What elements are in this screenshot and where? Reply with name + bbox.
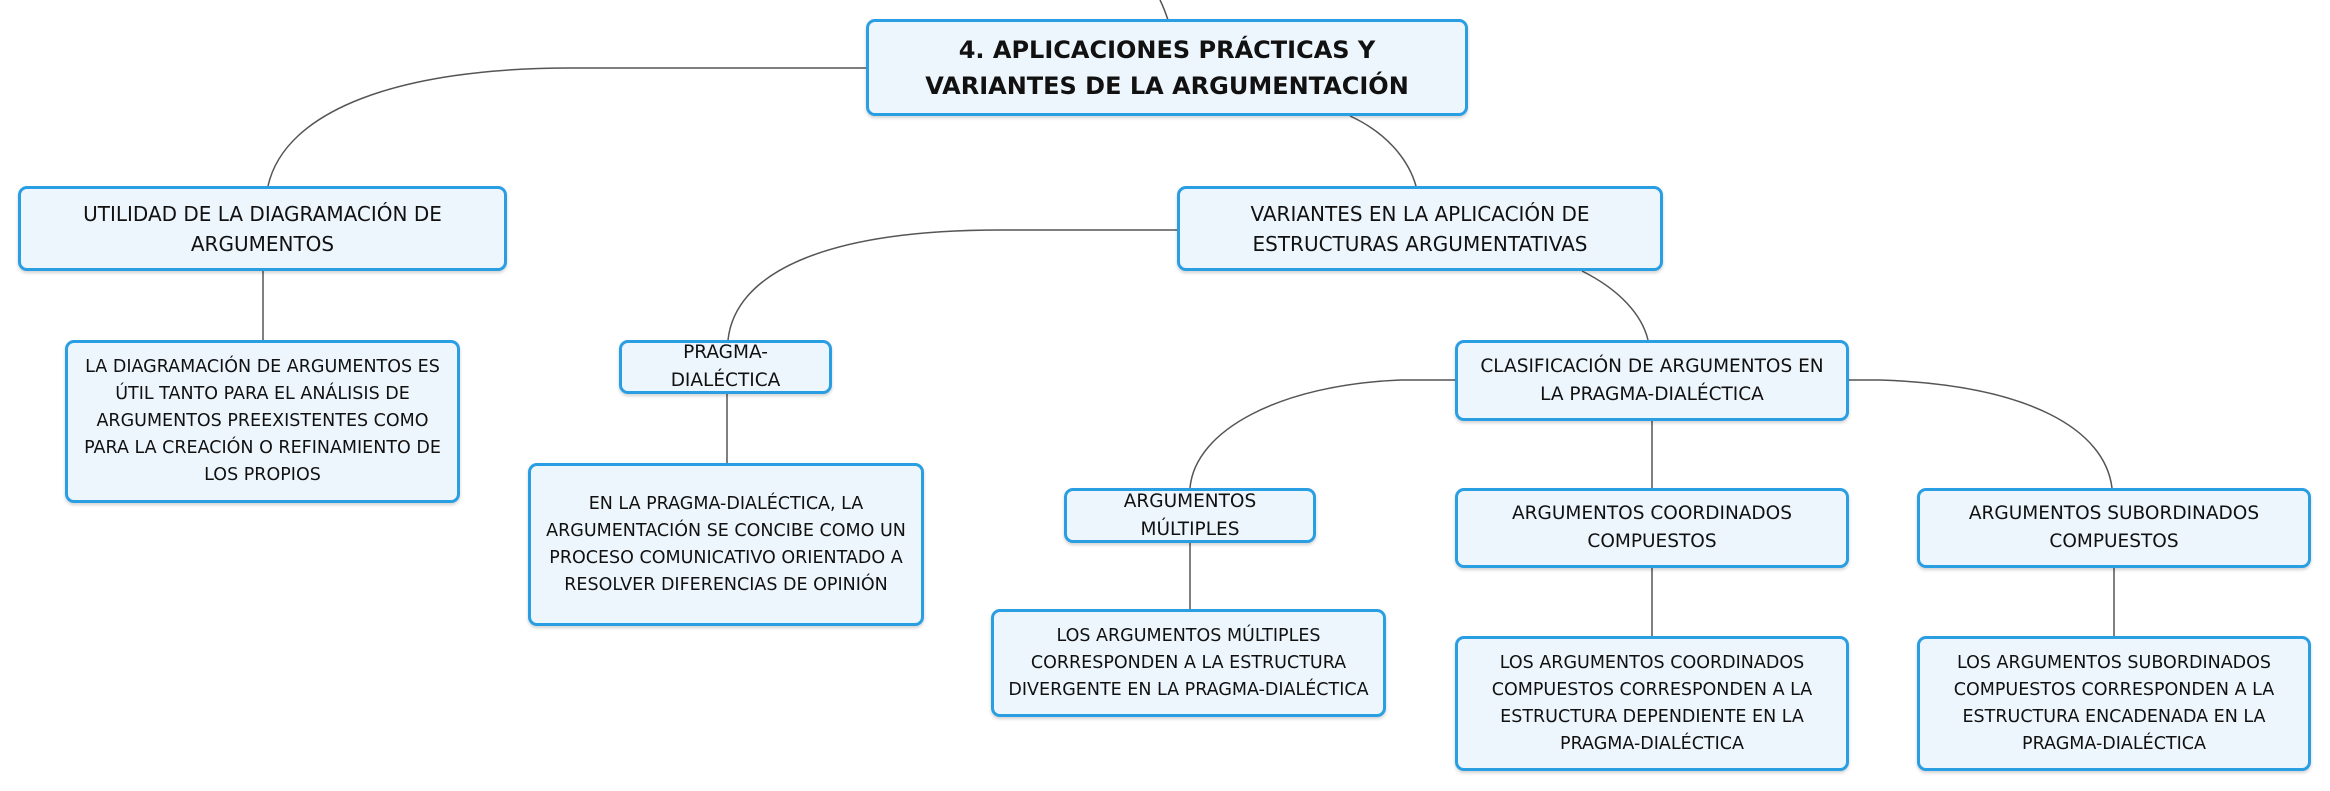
connector-variantes-pragma xyxy=(727,229,1180,341)
topic-utilidad[interactable]: UTILIDAD DE LA DIAGRAMACIÓN DE ARGUMENTO… xyxy=(18,186,507,271)
connector-top-stub xyxy=(1159,0,1169,21)
topic-pragma-dialectica-label: PRAGMA-DIALÉCTICA xyxy=(670,342,781,391)
root-topic[interactable]: 4. APLICACIONES PRÁCTICAS Y VARIANTES DE… xyxy=(866,19,1468,116)
detail-argumentos-subordinados-text: LOS ARGUMENTOS SUBORDINADOS COMPUESTOS C… xyxy=(1953,652,2275,754)
detail-argumentos-multiples[interactable]: LOS ARGUMENTOS MÚLTIPLES CORRESPONDEN A … xyxy=(991,609,1386,717)
detail-argumentos-subordinados[interactable]: LOS ARGUMENTOS SUBORDINADOS COMPUESTOS C… xyxy=(1917,636,2311,771)
detail-argumentos-multiples-text: LOS ARGUMENTOS MÚLTIPLES CORRESPONDEN A … xyxy=(1008,625,1369,700)
detail-pragma-dialectica-text: EN LA PRAGMA-DIALÉCTICA, LA ARGUMENTACIÓ… xyxy=(546,493,906,595)
connector-variantes-clasificacion xyxy=(1581,270,1649,341)
topic-argumentos-multiples[interactable]: ARGUMENTOS MÚLTIPLES xyxy=(1064,488,1316,543)
detail-argumentos-coordinados-text: LOS ARGUMENTOS COORDINADOS COMPUESTOS CO… xyxy=(1491,652,1813,754)
topic-argumentos-coordinados[interactable]: ARGUMENTOS COORDINADOS COMPUESTOS xyxy=(1455,488,1849,568)
detail-utilidad-text: LA DIAGRAMACIÓN DE ARGUMENTOS ES ÚTIL TA… xyxy=(84,357,441,485)
topic-utilidad-label: UTILIDAD DE LA DIAGRAMACIÓN DE ARGUMENTO… xyxy=(83,201,442,256)
connector-clasificacion-multiples xyxy=(1189,379,1458,489)
connector-root-variantes xyxy=(1349,115,1417,187)
topic-clasificacion[interactable]: CLASIFICACIÓN DE ARGUMENTOS EN LA PRAGMA… xyxy=(1455,340,1849,421)
root-topic-label: 4. APLICACIONES PRÁCTICAS Y VARIANTES DE… xyxy=(925,35,1409,100)
detail-pragma-dialectica[interactable]: EN LA PRAGMA-DIALÉCTICA, LA ARGUMENTACIÓ… xyxy=(528,463,924,626)
topic-variantes-label: VARIANTES EN LA APLICACIÓN DE ESTRUCTURA… xyxy=(1250,201,1590,256)
topic-argumentos-subordinados-label: ARGUMENTOS SUBORDINADOS COMPUESTOS xyxy=(1968,503,2260,552)
connector-root-utilidad xyxy=(267,67,866,187)
topic-argumentos-multiples-label: ARGUMENTOS MÚLTIPLES xyxy=(1123,490,1257,540)
detail-utilidad[interactable]: LA DIAGRAMACIÓN DE ARGUMENTOS ES ÚTIL TA… xyxy=(65,340,460,503)
topic-clasificacion-label: CLASIFICACIÓN DE ARGUMENTOS EN LA PRAGMA… xyxy=(1480,355,1824,405)
topic-argumentos-coordinados-label: ARGUMENTOS COORDINADOS COMPUESTOS xyxy=(1511,503,1792,552)
connector-clasificacion-subordinados xyxy=(1848,379,2113,489)
detail-argumentos-coordinados[interactable]: LOS ARGUMENTOS COORDINADOS COMPUESTOS CO… xyxy=(1455,636,1849,771)
topic-argumentos-subordinados[interactable]: ARGUMENTOS SUBORDINADOS COMPUESTOS xyxy=(1917,488,2311,568)
topic-variantes[interactable]: VARIANTES EN LA APLICACIÓN DE ESTRUCTURA… xyxy=(1177,186,1663,271)
topic-pragma-dialectica[interactable]: PRAGMA-DIALÉCTICA xyxy=(619,340,832,394)
